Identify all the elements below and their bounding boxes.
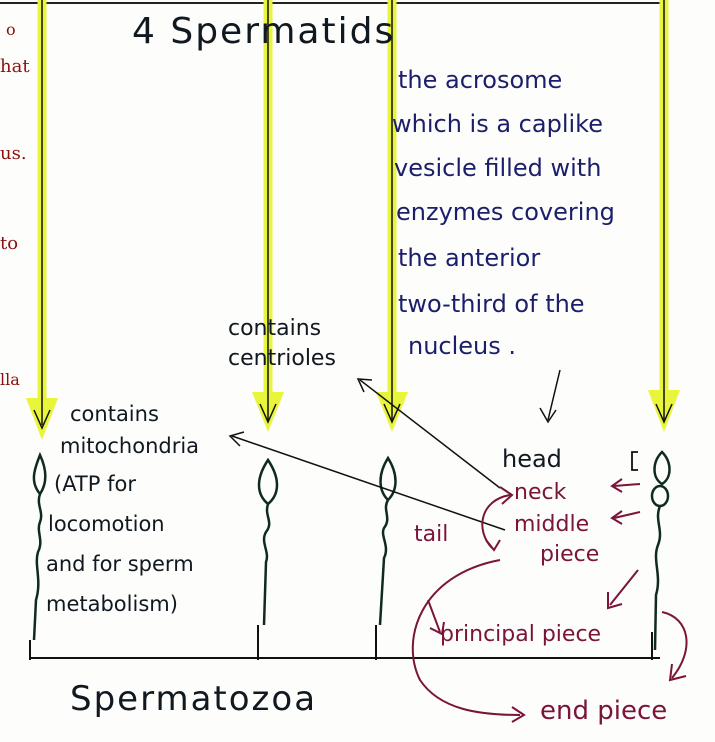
acrosome-note-line: which is a caplike (392, 112, 611, 156)
acrosome-note-line: nucleus . (408, 334, 627, 374)
label-principal-piece: principal piece (440, 624, 601, 646)
label-tail: tail (414, 524, 448, 546)
acrosome-note-line: the anterior (398, 246, 617, 292)
centrioles-note-line-1: contains (228, 318, 321, 340)
mitochondria-note-line: locomotion (48, 514, 196, 554)
label-head: head (502, 447, 562, 471)
label-middle-piece-1: middle (514, 514, 589, 536)
mitochondria-note-line: mitochondria (60, 436, 208, 474)
mitochondria-note-line: contains (70, 404, 218, 436)
mitochondria-note-line: metabolism) (46, 594, 194, 630)
acrosome-note-line: the acrosome (398, 68, 617, 112)
sperm-cell-1 (34, 455, 45, 640)
label-end-piece: end piece (540, 698, 667, 724)
page-title: 4 Spermatids (132, 14, 395, 50)
label-middle-piece-2: piece (540, 544, 599, 566)
margin-fragment-2: hat (0, 58, 30, 76)
acrosome-note: the acrosome which is a caplike vesicle … (398, 68, 617, 374)
acrosome-note-line: vesicle filled with (394, 156, 613, 200)
label-neck: neck (514, 482, 566, 504)
centrioles-note-line-2: centrioles (228, 348, 336, 370)
arrow-to-mitochondria (232, 436, 505, 530)
margin-fragment-4: to (0, 235, 18, 253)
sperm-cell-2 (259, 460, 277, 625)
acrosome-note-line: two-third of the (398, 292, 617, 334)
mitochondria-note-line: and for sperm (46, 554, 194, 594)
sperm-cell-3 (380, 458, 396, 625)
caption: Spermatozoa (70, 682, 317, 716)
acrosome-note-line: enzymes covering (396, 200, 615, 246)
margin-fragment-3: us. (0, 145, 27, 163)
margin-fragment-5: lla (0, 372, 20, 388)
mitochondria-note: contains mitochondria (ATP for locomotio… (60, 404, 208, 630)
margin-fragment-1: o (6, 22, 16, 38)
sperm-cell-4 (652, 452, 670, 650)
head-bracket (632, 452, 638, 470)
mitochondria-note-line: (ATP for (54, 474, 202, 514)
